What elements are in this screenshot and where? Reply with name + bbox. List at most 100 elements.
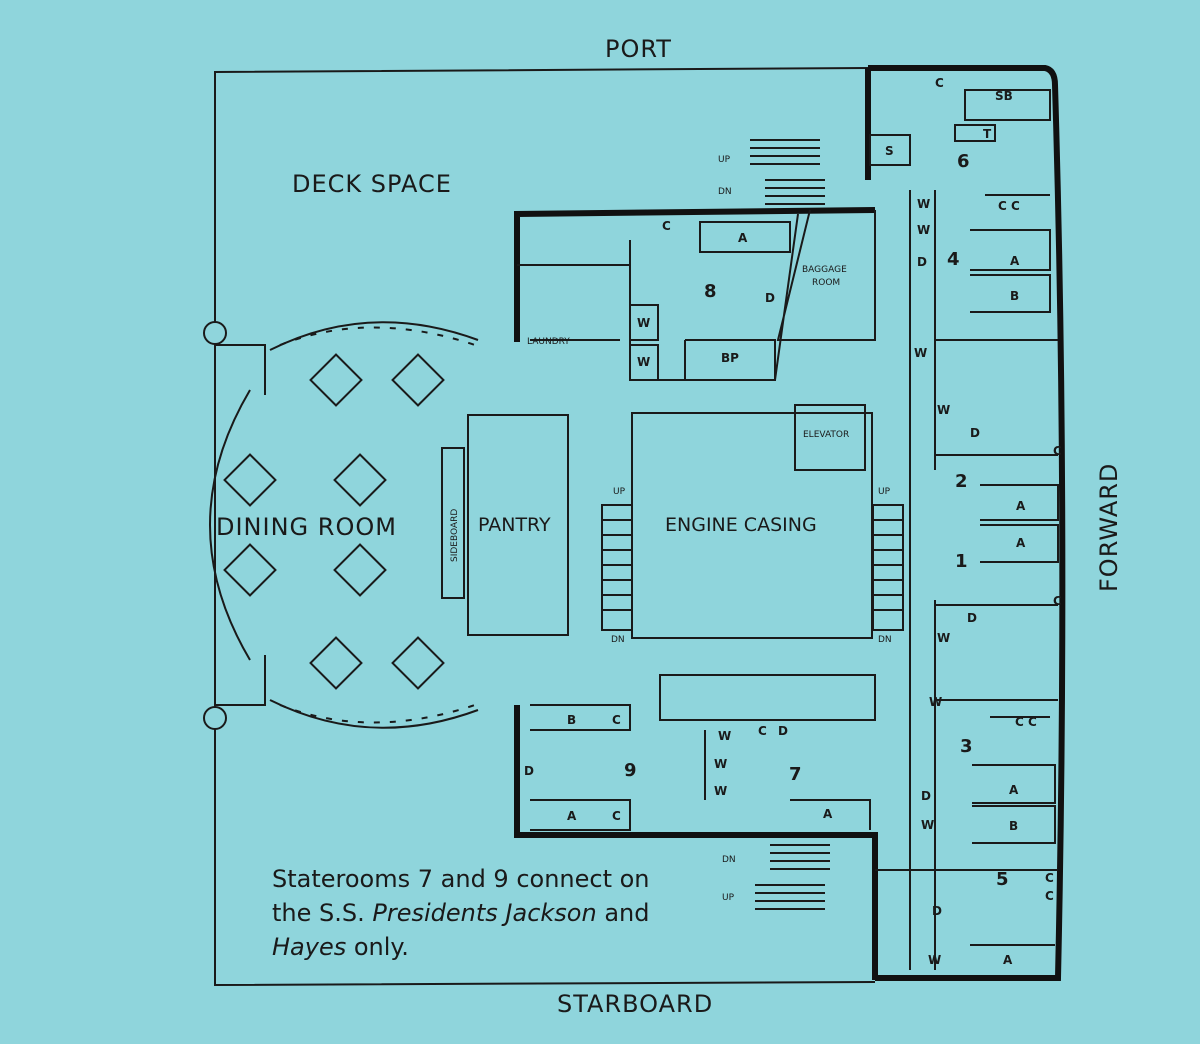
svg-text:A: A [1010,254,1020,268]
forward-label: FORWARD [1095,463,1123,592]
svg-text:W: W [937,403,950,417]
wardrobe [629,304,659,341]
svg-text:D: D [765,291,775,305]
pantry-label: PANTRY [478,514,551,536]
svg-text:W: W [718,729,731,743]
svg-text:B: B [567,713,576,727]
note-text: only. [346,933,409,961]
svg-text:C: C [612,713,621,727]
stateroom-5-number: 5 [996,869,1009,890]
stateroom-8-interior [517,209,876,381]
svg-text:W: W [914,346,927,360]
stateroom-9-number: 9 [624,760,637,781]
stair-dn-label: DN [718,187,732,197]
note-text: and [596,899,650,927]
wardrobe [629,344,659,381]
svg-text:D: D [778,724,788,738]
svg-text:BP: BP [721,351,739,365]
svg-text:B: B [1009,819,1018,833]
stair-dn-label: DN [611,635,625,645]
laundry-label: LAUNDRY [527,337,570,347]
svg-text:D: D [970,426,980,440]
note-ship-name: Hayes [272,933,347,961]
svg-text:C: C [612,809,621,823]
stateroom-8-number: 8 [704,281,717,302]
sideboard [441,447,465,599]
starboard-label: STARBOARD [557,990,713,1018]
stair-up-label: UP [722,893,735,903]
stair-up-label: UP [718,155,731,165]
svg-text:W: W [714,757,727,771]
stateroom-6-number: 6 [957,151,970,172]
note-ship-names: Presidents Jackson [372,899,597,927]
svg-text:C: C [1045,871,1054,885]
stair-dn-label: DN [722,855,736,865]
stairs-top [750,139,825,205]
forward-hull [868,65,1066,981]
baggage-room-label: BAGGAGE [802,265,847,275]
svg-text:W: W [929,695,942,709]
svg-text:W: W [917,223,930,237]
stateroom-8-wall [514,207,876,342]
stairs-left [601,504,633,631]
pantry [467,414,569,636]
deck-outline [214,67,876,987]
svg-text:W: W [937,631,950,645]
svg-text:D: D [524,764,534,778]
stateroom-7-9-interior [530,674,876,831]
svg-text:C: C [758,724,767,738]
svg-text:W: W [714,784,727,798]
svg-text:C: C [1053,594,1062,608]
svg-text:A: A [1016,499,1026,513]
dining-tables [223,353,445,690]
sideboard-label: SIDEBOARD [450,509,460,562]
svg-text:B: B [1010,289,1019,303]
svg-text:W: W [928,953,941,967]
svg-text:A: A [1016,536,1026,550]
table-t [954,124,996,142]
svg-text:C: C [935,76,944,90]
stairs-right [872,504,904,631]
svg-text:S: S [885,144,894,158]
seat-s [869,134,911,166]
svg-text:SB: SB [995,89,1013,103]
svg-text:T: T [983,127,992,141]
svg-text:D: D [967,611,977,625]
svg-text:C C: C C [998,199,1020,213]
stair-up-label: UP [613,487,626,497]
svg-text:D: D [932,904,942,918]
dining-room-wall [209,321,479,729]
svg-text:W: W [917,197,930,211]
note-text: Staterooms 7 and 9 connect on the S.S. [272,865,650,927]
svg-text:A: A [823,807,833,821]
stateroom-3-number: 3 [960,736,973,757]
post-starboard [203,706,227,730]
forward-inner-wall [865,68,878,978]
svg-text:A: A [738,231,748,245]
svg-text:W: W [637,316,650,330]
svg-text:A: A [567,809,577,823]
baggage-room-label-2: ROOM [812,278,840,288]
svg-text:A: A [1003,953,1013,967]
stateroom-1-number: 1 [955,551,968,572]
stairs-bottom [755,844,830,910]
svg-text:C: C [1053,444,1062,458]
svg-text:C: C [1045,889,1054,903]
stateroom-7-number: 7 [789,764,802,785]
elevator [794,404,866,471]
svg-text:C C: C C [1015,715,1037,729]
svg-text:W: W [637,355,650,369]
furniture-labels: A C D BP W W SB C S T C C W W D A B W W … [524,76,1062,967]
engine-casing-label: ENGINE CASING [665,514,817,536]
post-port [203,321,227,345]
forward-staterooms-walls [875,190,1059,970]
stateroom-note: Staterooms 7 and 9 connect on the S.S. P… [272,862,692,964]
port-label: PORT [605,35,672,63]
svg-text:D: D [917,255,927,269]
sofa-bed [964,89,1051,121]
svg-text:C: C [662,219,671,233]
elevator-label: ELEVATOR [803,430,849,440]
stateroom-4-number: 4 [947,249,960,270]
